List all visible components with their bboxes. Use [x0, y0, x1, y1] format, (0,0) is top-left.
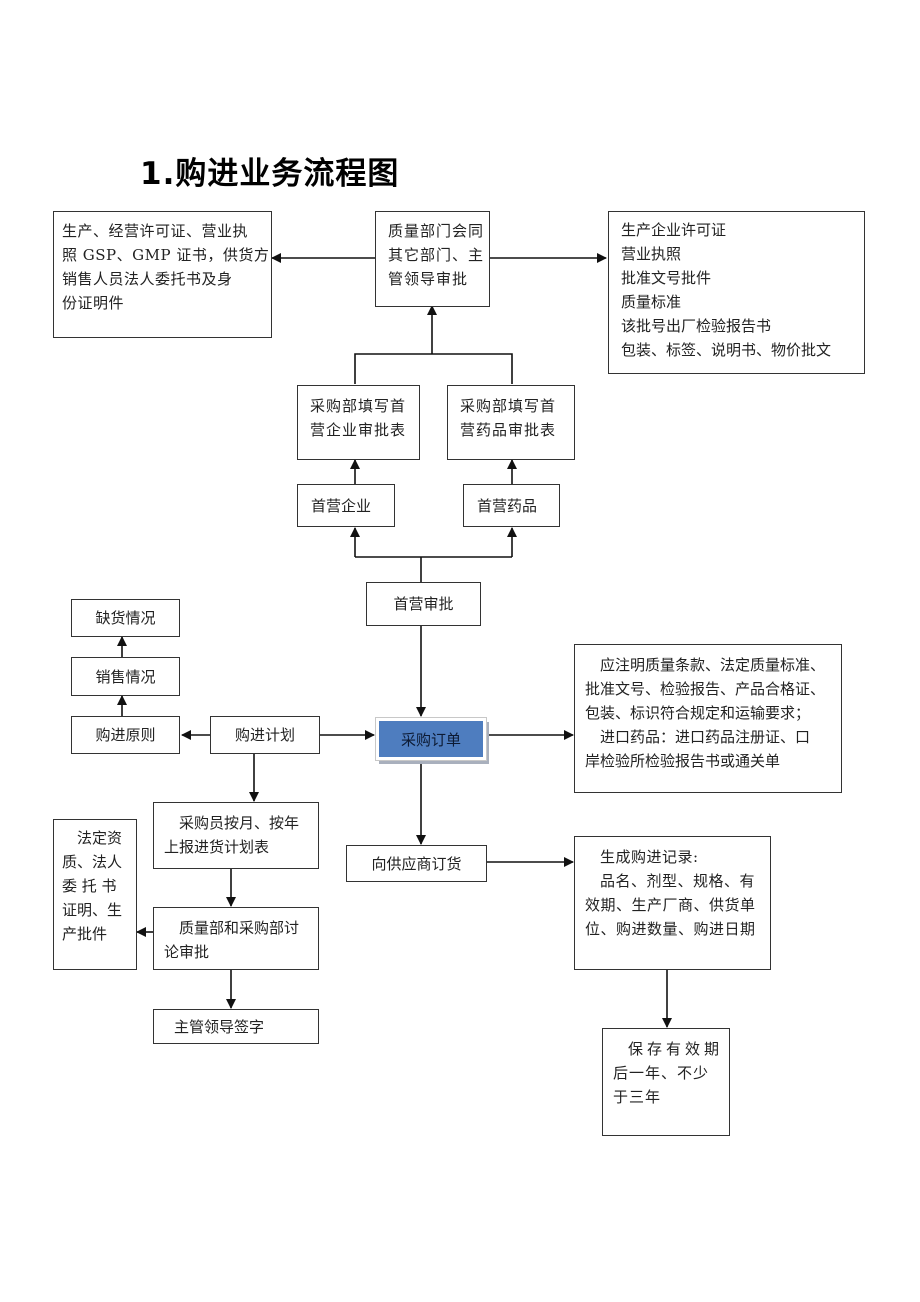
text-line: 其它部门、主: [388, 246, 485, 264]
node-label: 销售情况: [95, 667, 156, 686]
text-line: 品名、剂型、规格、有: [600, 872, 756, 890]
text-line: 应注明质量条款、法定质量标准、: [600, 656, 826, 674]
text-line: 生产企业许可证: [621, 221, 727, 239]
node-label: 购进原则: [95, 726, 156, 744]
node-label: 首营企业: [311, 496, 372, 515]
drug-form-box: 采购部填写首 营药品审批表: [447, 385, 575, 460]
purchase-order-box: 采购订单: [375, 717, 487, 761]
retention-box: 保存有效期 后一年、不少 于三年: [602, 1028, 730, 1136]
node-label: 首营审批: [393, 595, 454, 613]
text-line: 上报进货计划表: [164, 838, 270, 856]
first-enterprise-box: 首营企业: [297, 484, 395, 527]
purchase-record-box: 生成购进记录: 品名、剂型、规格、有 效期、生产厂商、供货单 位、购进数量、购进…: [574, 836, 771, 970]
text-line: 位、购进数量、购进日期: [585, 920, 756, 938]
text-line: 采购部填写首: [310, 397, 407, 415]
text-line: 效期、生产厂商、供货单: [585, 896, 756, 914]
page-title: 1.购进业务流程图: [140, 156, 400, 192]
purchase-plan-box: 购进计划: [210, 716, 320, 754]
qualifications-box: 生产、经营许可证、营业执 照 GSP、GMP 证书，供货方 销售人员法人委托书及…: [53, 211, 272, 338]
text-line: 管领导审批: [388, 270, 469, 288]
enterprise-form-box: 采购部填写首 营企业审批表: [297, 385, 420, 460]
quality-dept-review-box: 质量部门会同 其它部门、主 管领导审批: [375, 211, 490, 307]
text-line: 论审批: [164, 943, 210, 961]
documents-list-box: 生产企业许可证 营业执照 批准文号批件 质量标准 该批号出厂检验报告书 包装、标…: [608, 211, 865, 374]
text-line: 产批件: [62, 925, 108, 943]
node-label: 采购订单: [400, 730, 461, 749]
text-line: 质量部和采购部讨: [179, 919, 300, 937]
text-line: 质量部门会同: [388, 222, 485, 240]
first-approval-box: 首营审批: [366, 582, 481, 626]
monthly-plan-box: 采购员按月、按年 上报进货计划表: [153, 802, 319, 869]
shortage-box: 缺货情况: [71, 599, 180, 637]
text-line: 营业执照: [621, 245, 682, 263]
text-line: 证明、生: [62, 901, 123, 919]
text-line: 照 GSP、GMP 证书，供货方: [62, 246, 270, 264]
text-line: 于三年: [613, 1088, 662, 1106]
node-label: 首营药品: [477, 496, 538, 515]
node-label: 主管领导签字: [174, 1017, 265, 1036]
text-line: 批准文号、检验报告、产品合格证、: [585, 680, 826, 698]
text-line: 份证明件: [62, 294, 125, 312]
legal-docs-box: 法定资 质、法人 委 托 书 证明、生 产批件: [53, 819, 137, 970]
text-line: 包装、标签、说明书、物价批文: [621, 341, 832, 359]
sales-box: 销售情况: [71, 657, 180, 696]
order-requirements-box: 应注明质量条款、法定质量标准、 批准文号、检验报告、产品合格证、 包装、标识符合…: [574, 644, 842, 793]
text-line: 后一年、不少: [613, 1064, 710, 1082]
purchase-principle-box: 购进原则: [71, 716, 180, 754]
text-line: 批准文号批件: [621, 269, 712, 287]
text-line: 生产、经营许可证、营业执: [62, 222, 249, 240]
text-line: 保存有效期: [628, 1040, 724, 1058]
text-line: 营药品审批表: [460, 421, 557, 439]
text-line: 销售人员法人委托书及身: [62, 270, 233, 288]
supervisor-sign-box: 主管领导签字: [153, 1009, 319, 1044]
connector-forms-merge: [354, 353, 513, 384]
node-label: 购进计划: [234, 726, 295, 744]
text-line: 该批号出厂检验报告书: [621, 317, 772, 335]
text-line: 生成购进记录:: [600, 848, 699, 866]
node-label: 缺货情况: [95, 609, 156, 627]
first-drug-box: 首营药品: [463, 484, 560, 527]
text-line: 进口药品：进口药品注册证、口: [600, 728, 811, 746]
text-line: 采购部填写首: [460, 397, 557, 415]
text-line: 岸检验所检验报告书或通关单: [585, 752, 781, 770]
text-line: 委 托 书: [62, 877, 117, 895]
text-line: 营企业审批表: [310, 421, 407, 439]
text-line: 法定资: [77, 829, 123, 847]
joint-review-box: 质量部和采购部讨 论审批: [153, 907, 319, 970]
text-line: 质量标准: [621, 293, 682, 311]
order-from-supplier-box: 向供应商订货: [346, 845, 487, 882]
text-line: 包装、标识符合规定和运输要求；: [585, 704, 811, 722]
node-label: 向供应商订货: [371, 854, 462, 873]
text-line: 采购员按月、按年: [179, 814, 300, 832]
text-line: 质、法人: [62, 853, 123, 871]
